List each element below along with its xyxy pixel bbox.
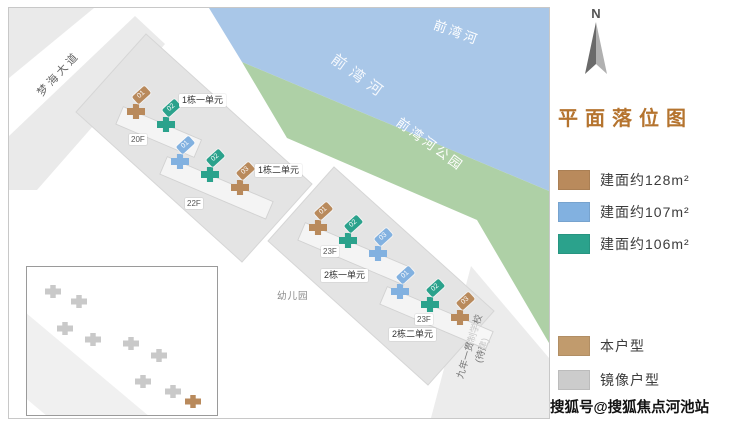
- north-arrow-icon: [585, 22, 607, 74]
- legend-label: 镜像户型: [600, 372, 660, 388]
- unit-chip: 03: [235, 161, 256, 181]
- legend-label: 建面约106m²: [600, 236, 690, 252]
- inset-tower-gray: [57, 322, 73, 335]
- legend-label: 建面约128m²: [600, 172, 690, 188]
- unit-chip: 03: [373, 227, 394, 247]
- legend-swatch-this-type: [558, 336, 590, 356]
- legend-row: 建面约107m²: [558, 202, 690, 222]
- river-shape: [209, 8, 549, 191]
- unit-chip: 02: [425, 278, 446, 298]
- park-shape: [242, 62, 549, 343]
- building-label: 1栋二单元: [255, 164, 303, 177]
- compass: N: [574, 6, 618, 85]
- legend-panel: N 平面落位图 建面约128m² 建面约107m² 建面约106m²: [556, 0, 740, 424]
- building-label: 2栋一单元: [321, 269, 369, 282]
- floor-tag: 20F: [129, 134, 147, 145]
- legend-swatch-128: [558, 170, 590, 190]
- page-title: 平面落位图: [558, 108, 693, 130]
- inset-tower-gray: [71, 295, 87, 308]
- floor-tag: 23F: [415, 314, 433, 325]
- area-legend: 建面约128m² 建面约107m² 建面约106m²: [558, 170, 690, 266]
- unit-chip: 02: [205, 148, 226, 168]
- north-label: N: [591, 6, 601, 21]
- legend-row: 建面约106m²: [558, 234, 690, 254]
- legend-label: 建面约107m²: [600, 204, 690, 220]
- legend-swatch-mirror-type: [558, 370, 590, 390]
- building-label: 2栋二单元: [389, 328, 437, 341]
- legend-swatch-106: [558, 234, 590, 254]
- inset-tower-gray: [123, 337, 139, 350]
- inset-tower-gray: [135, 375, 151, 388]
- inset-tower-tan: [185, 395, 201, 408]
- inset-tower-gray: [151, 349, 167, 362]
- legend-label: 本户型: [600, 338, 645, 354]
- unit-chip: 03: [455, 291, 476, 311]
- legend-row: 建面约128m²: [558, 170, 690, 190]
- building-label: 1栋一单元: [179, 94, 227, 107]
- inset-tower-gray: [165, 385, 181, 398]
- inset-tower-gray: [45, 285, 61, 298]
- floor-tag: 23F: [321, 246, 339, 257]
- legend-row: 本户型: [558, 336, 660, 356]
- city-block: [9, 8, 94, 78]
- legend-swatch-107: [558, 202, 590, 222]
- type-legend: 本户型 镜像户型: [558, 336, 660, 404]
- school-block: [431, 266, 549, 418]
- watermark: 搜狐号@搜狐焦点河池站: [550, 400, 710, 416]
- legend-row: 镜像户型: [558, 370, 660, 390]
- kindergarten-label: 幼儿园: [277, 291, 309, 302]
- inset-map: [26, 266, 218, 416]
- unit-chip: 02: [343, 214, 364, 234]
- inset-tower-gray: [85, 333, 101, 346]
- floor-tag: 22F: [185, 198, 203, 209]
